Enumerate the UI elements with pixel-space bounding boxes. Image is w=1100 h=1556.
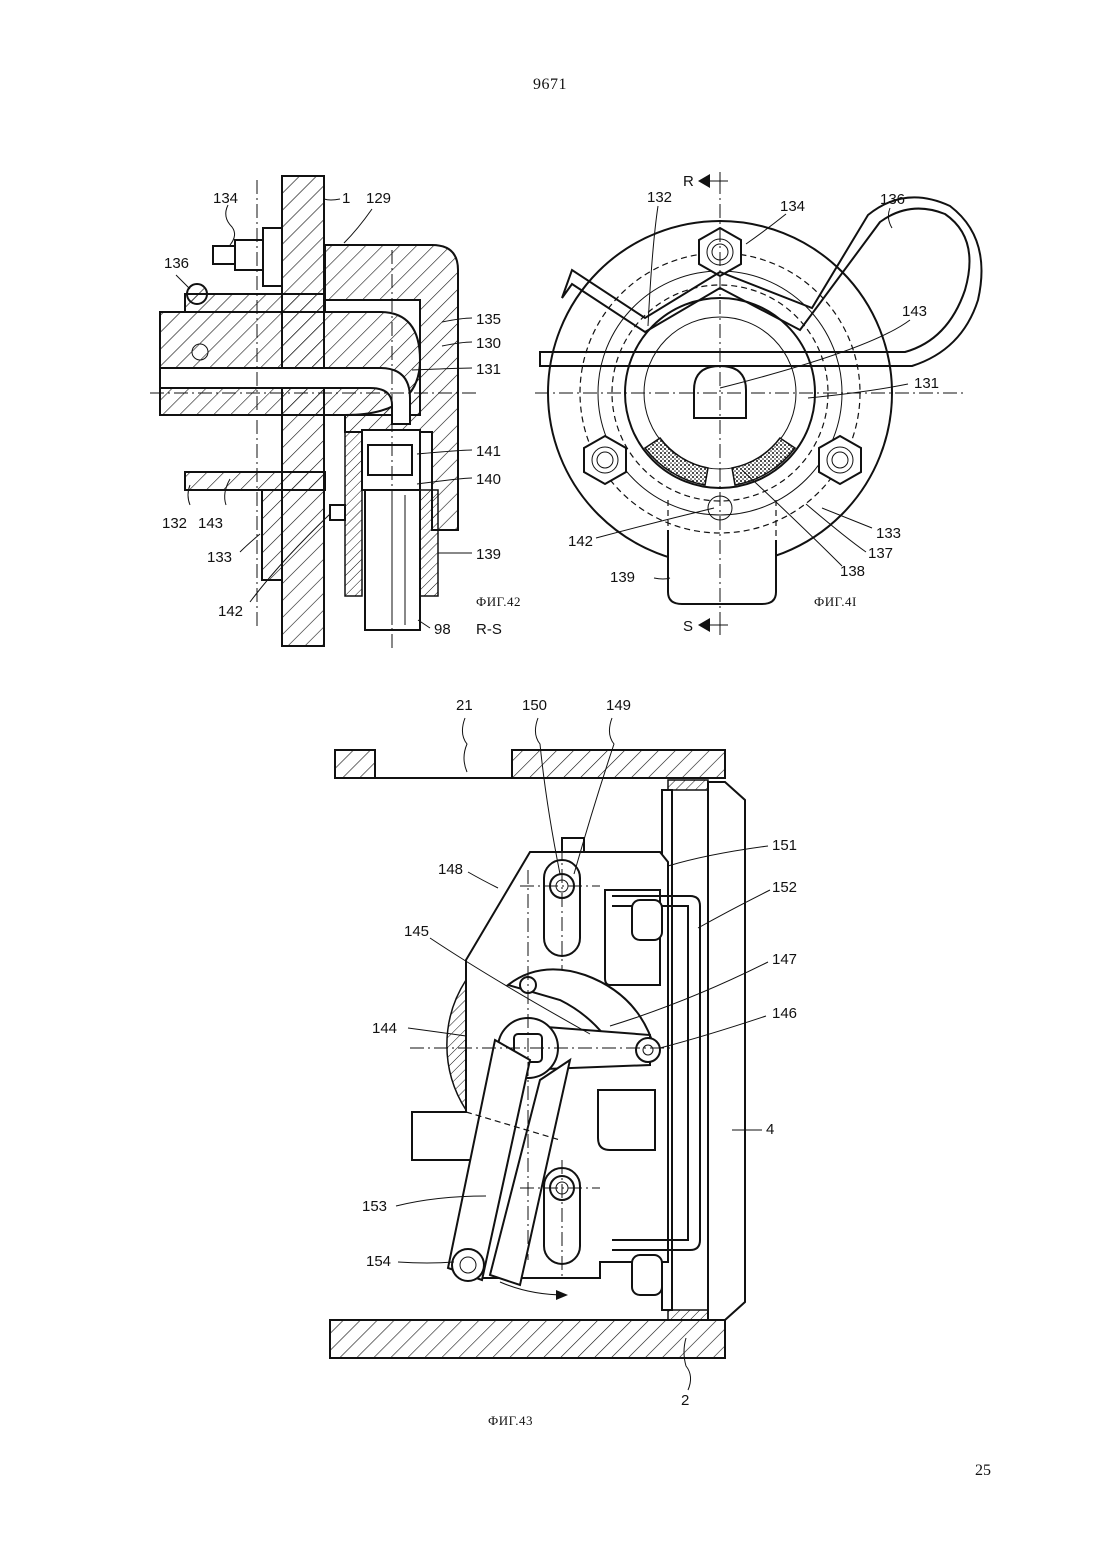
fig43-label-152: 152 <box>772 879 797 896</box>
fig43-label-144: 144 <box>372 1020 397 1037</box>
fig43-label-153: 153 <box>362 1198 387 1215</box>
fitting-142 <box>330 505 345 520</box>
fig43-label-150: 150 <box>522 697 547 714</box>
fig42-label-141: 141 <box>476 443 501 460</box>
fig42-label-140: 140 <box>476 471 501 488</box>
fig42-label-142: 142 <box>218 603 243 620</box>
fig43-label-151: 151 <box>772 837 797 854</box>
fig43-label-146: 146 <box>772 1005 797 1022</box>
top-wall-21-right <box>512 750 725 778</box>
fig42-label-135: 135 <box>476 311 501 328</box>
fig42-label-134: 134 <box>213 190 238 207</box>
section-mark-r <box>698 172 728 192</box>
figure-43: 21 150 149 151 148 152 145 147 146 144 4… <box>330 697 797 1428</box>
fig41-label-142: 142 <box>568 533 593 550</box>
washer-134 <box>263 228 282 286</box>
fig43-label-149: 149 <box>606 697 631 714</box>
fig41-label-131: 131 <box>914 375 939 392</box>
fig43-label-154: 154 <box>366 1253 391 1270</box>
bottom-wall-2 <box>330 1320 725 1358</box>
fig41-caption: ФИГ.4I <box>814 594 857 609</box>
fig43-label-145: 145 <box>404 923 429 940</box>
fig42-label-132: 132 <box>162 515 187 532</box>
fig42-label-136: 136 <box>164 255 189 272</box>
fig43-label-21: 21 <box>456 697 473 714</box>
fig41-label-139: 139 <box>610 569 635 586</box>
fig43-label-147: 147 <box>772 951 797 968</box>
nut-134 <box>235 240 263 270</box>
figure-41: R S 132 134 136 143 131 142 133 137 138 … <box>535 172 982 635</box>
fig41-label-134: 134 <box>780 198 805 215</box>
fig43-label-148: 148 <box>438 861 463 878</box>
top-wall-21-left <box>335 750 375 778</box>
fig43-label-2: 2 <box>681 1392 689 1409</box>
fig41-label-132: 132 <box>647 189 672 206</box>
figure-42: 134 1 129 136 135 130 131 141 140 139 13… <box>150 176 521 650</box>
back-plate-144 <box>447 980 466 1110</box>
bracket-139 <box>668 530 776 604</box>
sleeve-left <box>345 432 362 596</box>
fig42-label-130: 130 <box>476 335 501 352</box>
fig42-label-133: 133 <box>207 549 232 566</box>
fig41-label-133: 133 <box>876 525 901 542</box>
fig43-caption: ФИГ.43 <box>488 1413 533 1428</box>
fig42-label-98: 98 <box>434 621 451 638</box>
pin-146 <box>636 1038 660 1062</box>
page-number-bottom: 25 <box>975 1462 991 1480</box>
fig43-label-4: 4 <box>766 1121 774 1138</box>
fig42-label-1: 1 <box>342 190 350 207</box>
fig41-section-r: R <box>683 173 694 190</box>
bolt-head-134 <box>213 246 235 264</box>
valve-body-140 <box>368 445 412 475</box>
door-4 <box>708 782 745 1320</box>
bushing-132 <box>185 472 325 490</box>
fig42-section-label: R-S <box>476 621 502 638</box>
fig42-label-131: 131 <box>476 361 501 378</box>
fig42-label-129: 129 <box>366 190 391 207</box>
pin-136 <box>187 284 207 304</box>
fig42-caption: ФИГ.42 <box>476 594 521 609</box>
section-mark-s <box>698 615 728 635</box>
fig41-section-s: S <box>683 618 693 635</box>
shaft-131 <box>160 312 420 415</box>
fig41-label-143: 143 <box>902 303 927 320</box>
fig42-label-139: 139 <box>476 546 501 563</box>
fig41-label-136: 136 <box>880 191 905 208</box>
fig42-label-143: 143 <box>198 515 223 532</box>
fig41-label-137: 137 <box>868 545 893 562</box>
pivot-154 <box>452 1249 484 1281</box>
fig41-label-138: 138 <box>840 563 865 580</box>
sleeve-right <box>420 490 438 596</box>
